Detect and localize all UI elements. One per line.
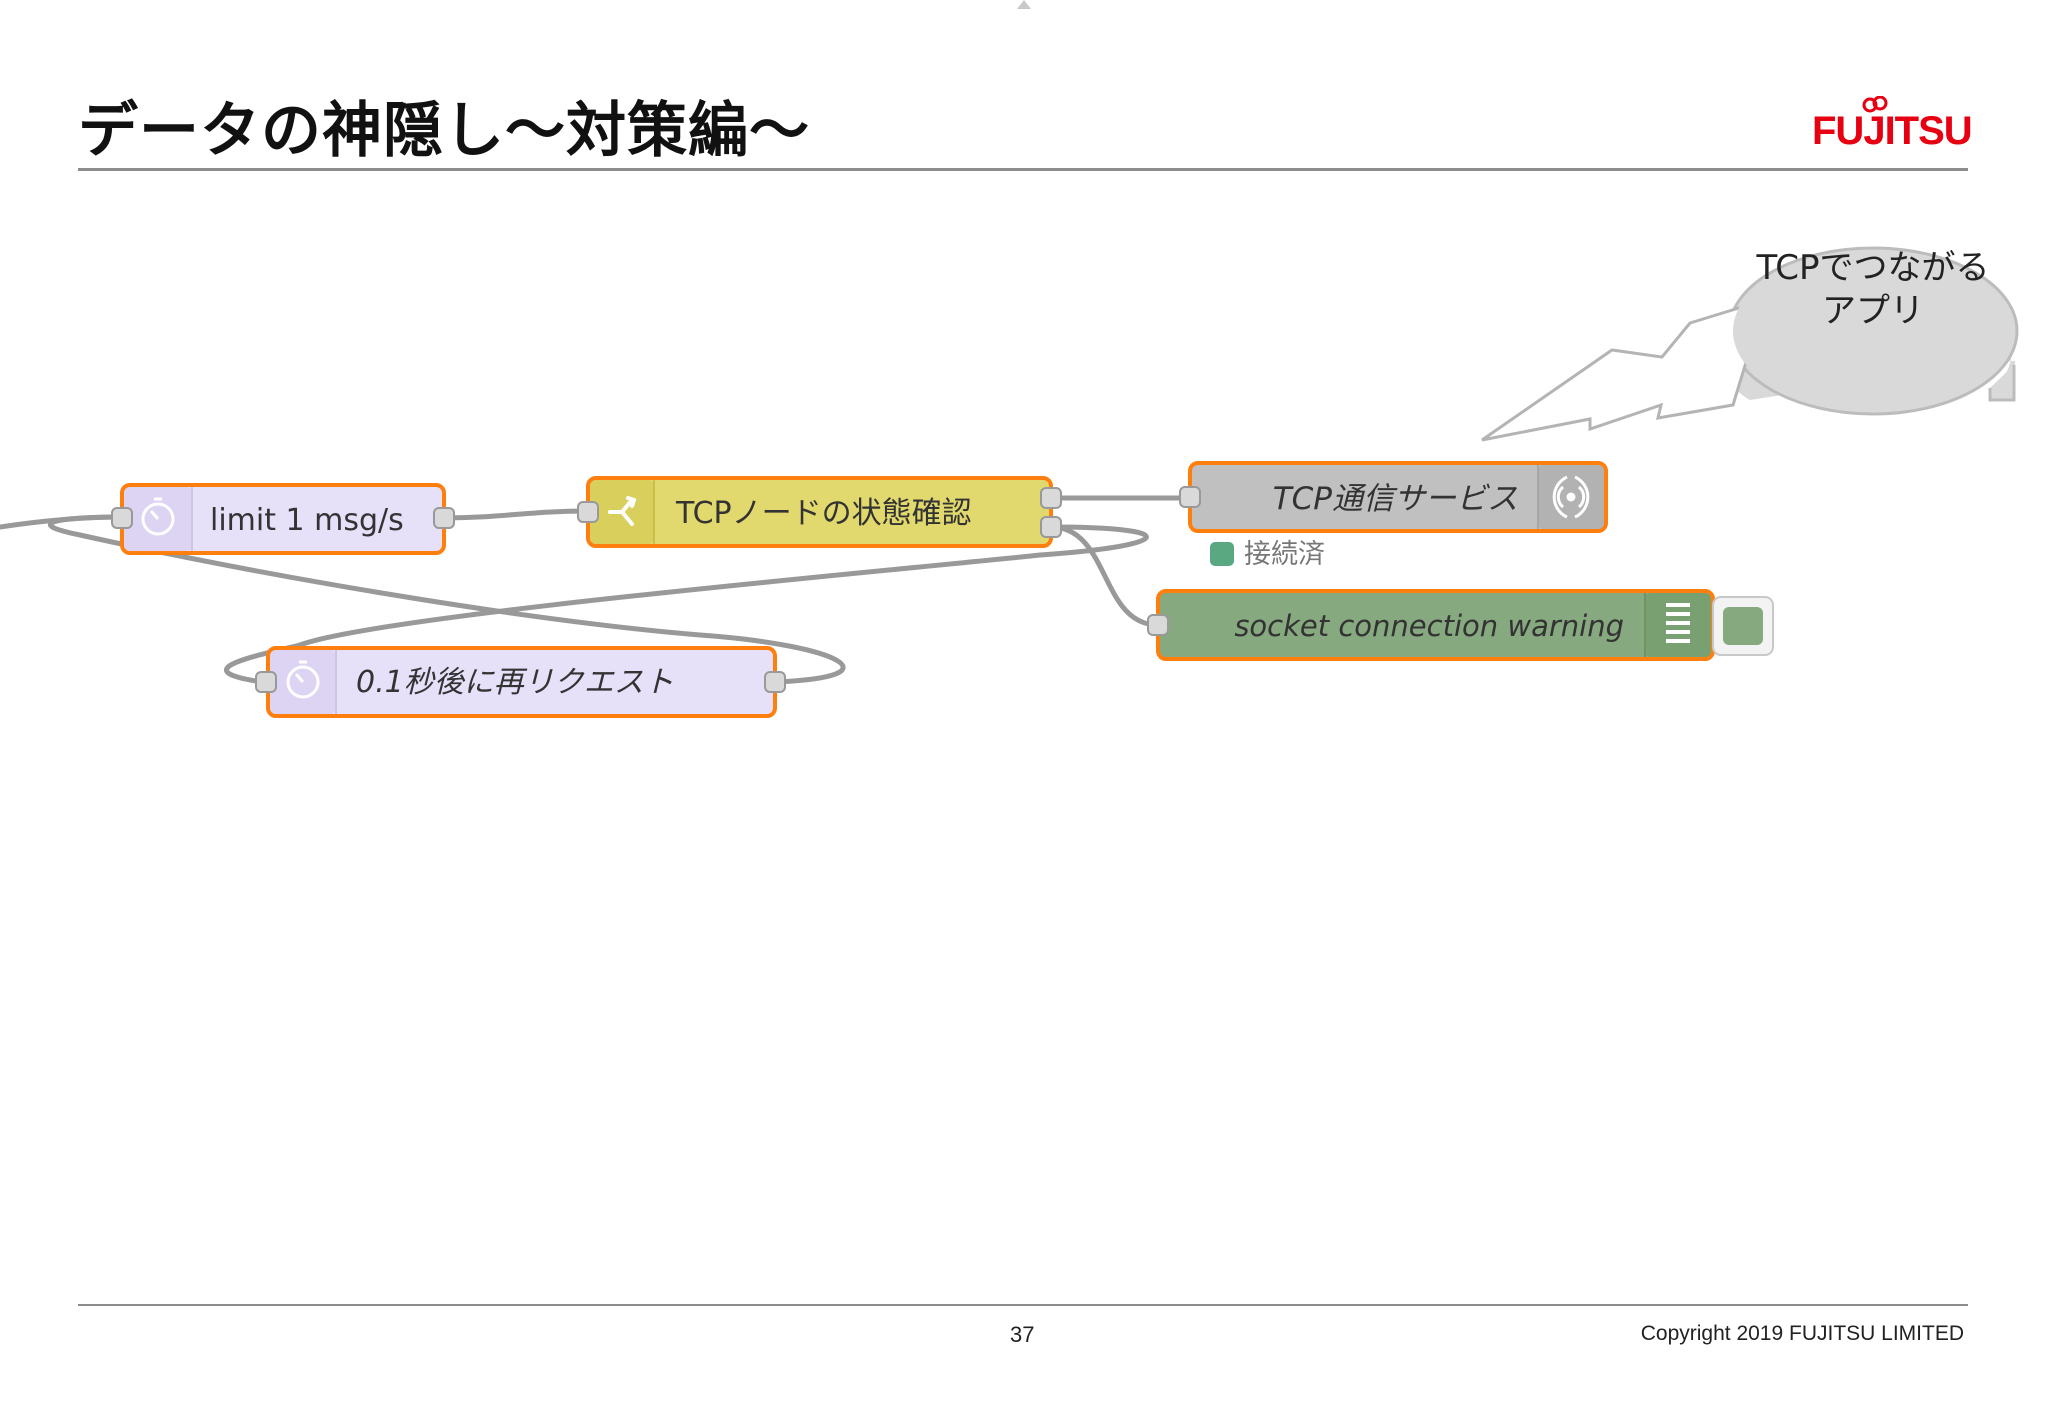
port-delay-out[interactable] xyxy=(764,671,786,693)
wire-limit-to-switch[interactable] xyxy=(441,508,591,521)
flow-canvas: limit 1 msg/s TCPノードの状態確認 TCP通信サービス 接続済 xyxy=(0,246,2019,718)
node-switch[interactable]: TCPノードの状態確認 xyxy=(577,476,1062,548)
svg-text:FUJITSU: FUJITSU xyxy=(1812,109,1972,153)
callout-lightning-tail xyxy=(1481,297,1768,442)
port-switch-in[interactable] xyxy=(577,501,599,523)
callout-bubble: TCPでつながる アプリ xyxy=(1481,246,2019,442)
footer-divider xyxy=(78,1304,1968,1306)
port-limit-out[interactable] xyxy=(433,507,455,529)
node-delay-label: 0.1秒後に再リクエスト xyxy=(356,665,674,700)
node-switch-label: TCPノードの状態確認 xyxy=(675,496,972,531)
node-limit-label: limit 1 msg/s xyxy=(210,503,404,538)
node-tcp-out[interactable]: TCP通信サービス xyxy=(1179,461,1608,533)
wire-delay-to-limit[interactable] xyxy=(48,514,846,685)
flow-wires xyxy=(0,495,1193,685)
callout-line-1: TCPでつながる xyxy=(1755,248,1989,288)
switch-icon xyxy=(608,496,637,526)
wire-switch-to-debug[interactable] xyxy=(1048,524,1161,628)
port-debug-in[interactable] xyxy=(1147,614,1169,636)
wire-switch-to-delay[interactable] xyxy=(224,524,1149,685)
debug-toggle-button[interactable] xyxy=(1712,596,1774,656)
node-tcp-status: 接続済 xyxy=(1210,539,1325,570)
port-switch-out-1[interactable] xyxy=(1040,487,1062,509)
node-debug[interactable]: socket connection warning xyxy=(1147,589,1715,661)
port-limit-in[interactable] xyxy=(111,507,133,529)
status-text: 接続済 xyxy=(1244,539,1325,570)
port-tcp-in[interactable] xyxy=(1179,486,1201,508)
node-debug-label: socket connection warning xyxy=(1234,609,1624,643)
top-marker xyxy=(1017,0,1031,9)
status-dot xyxy=(1210,542,1234,566)
title-divider xyxy=(78,168,1968,171)
debug-list-icon xyxy=(1666,603,1690,643)
callout-line-2: アプリ xyxy=(1822,291,1924,331)
tcp-icon xyxy=(1552,475,1590,519)
page-number: 37 xyxy=(1010,1322,1035,1347)
port-switch-out-2[interactable] xyxy=(1040,516,1062,538)
node-delay[interactable]: 0.1秒後に再リクエスト xyxy=(255,646,786,718)
node-tcp-out-label: TCP通信サービス xyxy=(1273,481,1518,517)
node-limit[interactable]: limit 1 msg/s xyxy=(111,483,455,555)
port-delay-in[interactable] xyxy=(255,671,277,693)
slide-title: データの神隠し〜対策編〜 xyxy=(78,96,810,166)
timer-icon xyxy=(286,660,320,699)
fujitsu-logo: FUJITSU xyxy=(1812,96,1972,153)
copyright-text: Copyright 2019 FUJITSU LIMITED xyxy=(1640,1322,1964,1345)
timer-icon xyxy=(141,497,175,536)
